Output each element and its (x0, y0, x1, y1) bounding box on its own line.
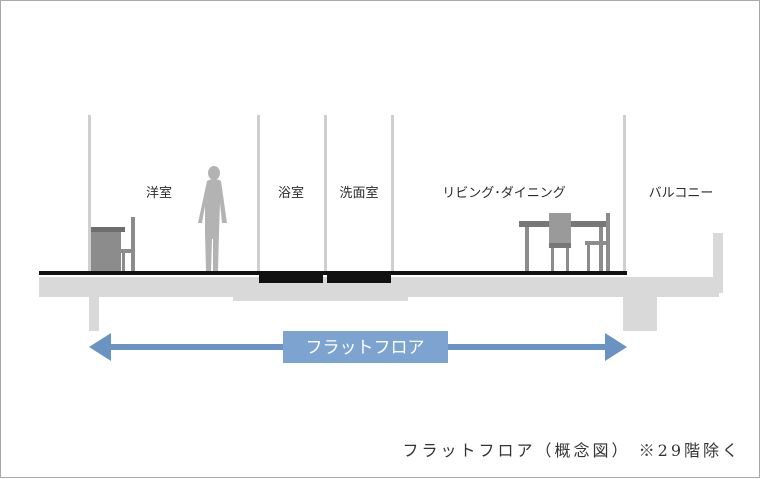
chair-icon (121, 217, 135, 271)
dining-table-icon (519, 213, 610, 271)
room-label-balcony: バルコニー (649, 186, 714, 201)
arrow-left-icon (89, 333, 111, 361)
flat-floor-label: フラットフロア (306, 338, 425, 358)
room-label-western: 洋室 (146, 185, 172, 201)
flat-floor-label-box (283, 331, 448, 363)
floor-line (39, 271, 627, 283)
desk-icon (91, 227, 125, 271)
diagram-caption: フラットフロア（概念図） ※29階除く (402, 441, 741, 460)
room-label-living-dining: リビング･ダイニング (442, 186, 566, 201)
partition-walls (88, 115, 626, 271)
person-icon (198, 166, 227, 271)
floor-slab (39, 233, 723, 331)
arrow-right-icon (605, 333, 627, 361)
room-label-washroom: 洗面室 (339, 185, 378, 201)
room-label-bathroom: 浴室 (278, 185, 304, 201)
